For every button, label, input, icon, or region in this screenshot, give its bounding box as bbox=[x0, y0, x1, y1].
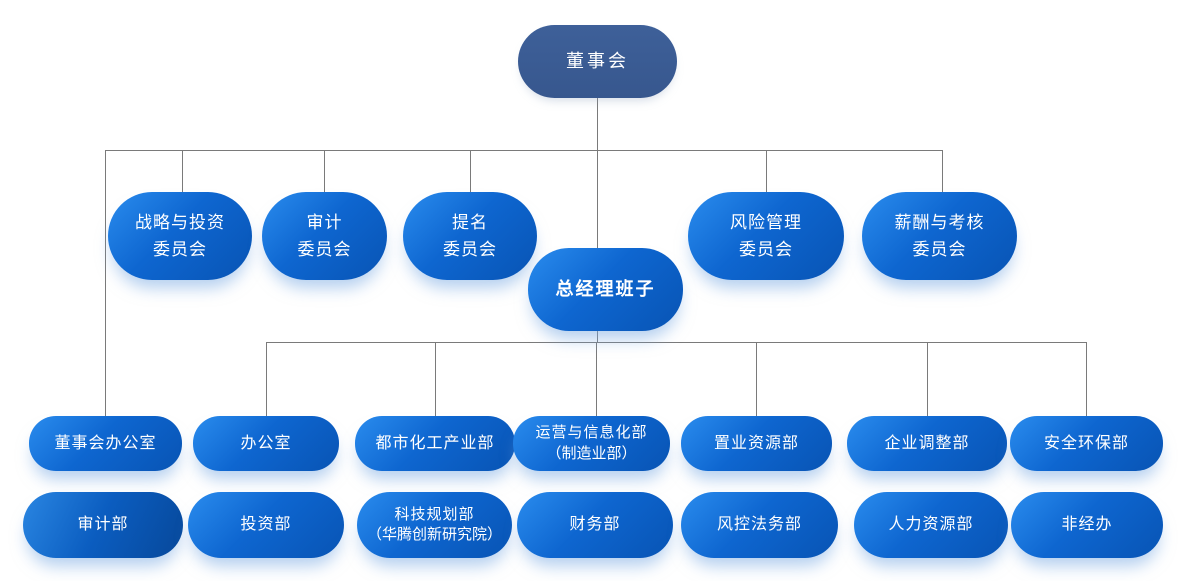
org-node-board-of-directors: 董事会 bbox=[518, 25, 677, 98]
org-node-risk-management-committee: 风险管理 委员会 bbox=[688, 192, 844, 280]
node-label: 委员会 bbox=[297, 240, 352, 259]
connector-drop-board-office bbox=[105, 150, 106, 416]
node-label: 薪酬与考核 bbox=[894, 212, 985, 232]
connector-drop-property bbox=[756, 342, 757, 416]
connector-level2-bar bbox=[266, 342, 1086, 343]
node-label: 董事会 bbox=[566, 50, 629, 71]
node-label: 总经理班子 bbox=[555, 278, 656, 299]
node-label: 投资部 bbox=[240, 516, 292, 534]
org-node-operations-informatization-dept: 运营与信息化部 （制造业部） bbox=[513, 416, 670, 471]
connector-drop-audit-committee bbox=[324, 150, 325, 192]
connector-drop-urban-chemical bbox=[435, 342, 436, 416]
connector-level1-bar bbox=[105, 150, 943, 151]
connector-drop-strategy-committee bbox=[182, 150, 183, 192]
node-label: 非经办 bbox=[1061, 516, 1113, 534]
org-node-urban-chemical-industry-dept: 都市化工产业部 bbox=[355, 416, 515, 471]
connector-gm-drop bbox=[597, 331, 598, 342]
node-label: 委员会 bbox=[912, 240, 967, 259]
org-node-board-office: 董事会办公室 bbox=[29, 416, 182, 471]
node-label: 运营与信息化部 bbox=[535, 425, 648, 442]
node-label: 人力资源部 bbox=[888, 516, 974, 534]
connector-drop-gm-team bbox=[597, 150, 598, 248]
org-node-enterprise-adjustment-dept: 企业调整部 bbox=[847, 416, 1007, 471]
node-label: 企业调整部 bbox=[884, 434, 970, 452]
node-label: 安全环保部 bbox=[1043, 434, 1129, 452]
org-node-human-resources-dept: 人力资源部 bbox=[854, 492, 1008, 558]
org-node-nomination-committee: 提名 委员会 bbox=[403, 192, 537, 280]
connector-board-drop bbox=[597, 98, 598, 150]
org-node-property-resources-dept: 置业资源部 bbox=[681, 416, 832, 471]
node-label: 都市化工产业部 bbox=[375, 434, 495, 452]
connector-drop-safety bbox=[1086, 342, 1087, 416]
connector-drop-office bbox=[266, 342, 267, 416]
node-label: 办公室 bbox=[240, 434, 292, 452]
connector-drop-nomination-committee bbox=[470, 150, 471, 192]
org-node-risk-control-legal-dept: 风控法务部 bbox=[681, 492, 838, 558]
org-node-investment-dept: 投资部 bbox=[188, 492, 344, 558]
node-label: 委员会 bbox=[739, 240, 793, 259]
connector-drop-compensation-committee bbox=[942, 150, 943, 192]
org-node-finance-dept: 财务部 bbox=[517, 492, 673, 558]
org-node-non-operating-office: 非经办 bbox=[1011, 492, 1163, 558]
node-label: 委员会 bbox=[153, 240, 207, 259]
node-label: 董事会办公室 bbox=[54, 434, 157, 452]
org-node-audit-committee: 审计 委员会 bbox=[262, 192, 387, 280]
org-node-audit-dept: 审计部 bbox=[23, 492, 183, 558]
node-label: 战略与投资 bbox=[135, 212, 225, 232]
node-label: 风险管理 bbox=[730, 212, 802, 232]
connector-drop-risk-committee bbox=[766, 150, 767, 192]
org-node-office: 办公室 bbox=[193, 416, 339, 471]
node-label: 提名 bbox=[452, 212, 488, 232]
node-label: 审计部 bbox=[77, 516, 129, 534]
org-node-general-manager-team: 总经理班子 bbox=[528, 248, 683, 331]
org-node-safety-environment-dept: 安全环保部 bbox=[1010, 416, 1163, 471]
org-node-compensation-assessment-committee: 薪酬与考核 委员会 bbox=[862, 192, 1017, 280]
org-node-strategy-investment-committee: 战略与投资 委员会 bbox=[108, 192, 252, 280]
node-label: 审计 bbox=[306, 212, 343, 232]
node-label: 科技规划部 bbox=[394, 506, 475, 523]
node-sublabel: （华腾创新研究院） bbox=[366, 527, 502, 543]
node-label: 置业资源部 bbox=[713, 434, 799, 452]
connector-drop-operations bbox=[596, 342, 597, 416]
org-node-tech-planning-dept: 科技规划部 （华腾创新研究院） bbox=[357, 492, 512, 558]
node-label: 风控法务部 bbox=[716, 516, 802, 534]
node-sublabel: （制造业部） bbox=[546, 445, 637, 462]
node-label: 委员会 bbox=[443, 240, 497, 259]
node-label: 财务部 bbox=[569, 516, 621, 534]
connector-drop-enterprise-adjust bbox=[927, 342, 928, 416]
